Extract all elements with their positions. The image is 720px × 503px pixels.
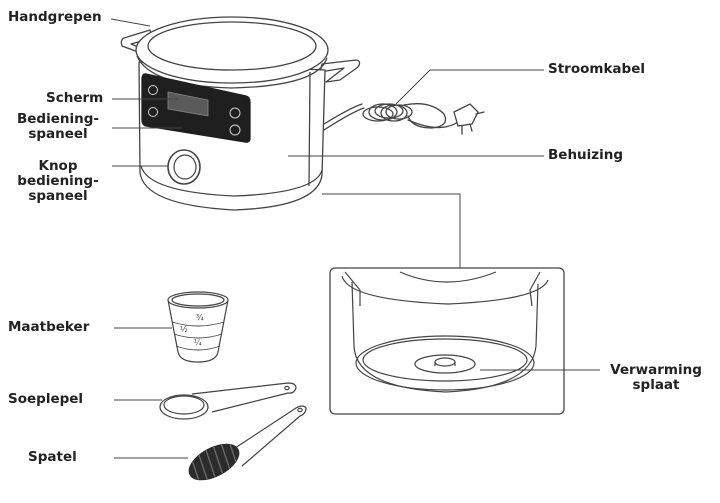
label-knop-line3: spaneel (28, 188, 88, 204)
cup-mark-quarter: ¼ (194, 338, 202, 347)
leader-stroomkabel-diag (395, 69, 431, 105)
spatula (183, 405, 307, 487)
label-knop-line2: bediening- (17, 173, 99, 189)
display-window (167, 91, 209, 117)
label-bedieningspaneel-line2: spaneel (28, 126, 88, 142)
label-stroomkabel: Stroomkabel (548, 61, 645, 77)
label-verwarming-line1: Verwarming (610, 362, 702, 378)
control-knob-inner (173, 154, 197, 180)
power-cable (323, 103, 485, 135)
cooker (120, 16, 361, 211)
leader-handgrepen (110, 18, 151, 27)
label-spatel: Spatel (28, 449, 77, 465)
cup-mark-half: ½ (180, 325, 188, 334)
cable-plug (453, 103, 479, 127)
label-knop-bedieningspaneel: Knop bediening- spaneel (8, 159, 108, 204)
soup-ladle (159, 382, 297, 420)
panel-button-3 (229, 107, 241, 119)
label-verwarmingsplaat: Verwarming splaat (600, 363, 712, 393)
panel-button-2 (148, 107, 158, 117)
panel-button-1 (148, 85, 158, 95)
label-bedieningspaneel-line1: Bediening- (16, 111, 99, 127)
inner-pot (341, 271, 549, 393)
lid-inner (147, 21, 317, 71)
zoom-connector (322, 193, 461, 268)
lid-rim (136, 55, 328, 89)
zoom-box (329, 267, 565, 415)
label-maatbeker: Maatbeker (8, 319, 90, 335)
leader-lines (110, 18, 600, 459)
label-verwarming-line2: splaat (632, 377, 680, 393)
right-handle (319, 59, 361, 83)
panel-button-4 (229, 124, 241, 136)
label-soeplepel: Soeplepel (8, 391, 84, 407)
label-bedieningspaneel: Bediening- spaneel (8, 112, 108, 142)
label-handgrepen: Handgrepen (8, 9, 102, 25)
label-behuizing: Behuizing (548, 147, 624, 163)
label-knop-line1: Knop (38, 158, 78, 174)
label-scherm: Scherm (46, 90, 104, 106)
cooker-base (140, 165, 323, 197)
measuring-cup (167, 291, 229, 363)
cup-mark-three-quarter: ¾ (196, 313, 204, 322)
body-edge (308, 71, 311, 187)
